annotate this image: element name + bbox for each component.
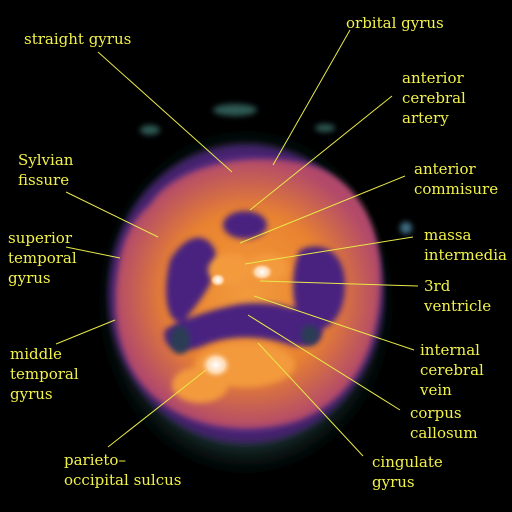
leader-lines (55, 29, 419, 457)
leader-anterior-cerebral-artery (249, 95, 393, 211)
label-internal-cerebral-vein: internal cerebral vein (420, 341, 484, 399)
label-sylvian-fissure: Sylvian fissure (18, 151, 74, 189)
label-third-ventricle: 3rd ventricle (424, 277, 492, 315)
hotspot-posterior (200, 351, 232, 379)
leader-internal-cerebral-vein (253, 295, 415, 351)
label-anterior-commisure: anterior commisure (414, 160, 499, 198)
leader-superior-temporal-gyrus (65, 246, 121, 259)
label-parieto-occipital-sulcus: parieto– occipital sulcus (64, 451, 182, 489)
scalp-specks (140, 104, 412, 234)
leader-parieto-occipital-sulcus (107, 369, 207, 448)
hotspot-left (210, 273, 226, 287)
leader-anterior-commisure (239, 175, 406, 244)
leader-orbital-gyrus (272, 29, 351, 166)
label-anterior-cerebral-artery: anterior cerebral artery (402, 69, 466, 127)
hotspot-thalamic (250, 263, 274, 281)
leader-third-ventricle (259, 280, 419, 287)
ventricle-dark (170, 325, 319, 354)
leader-cingulate-gyrus (257, 342, 364, 457)
label-straight-gyrus: straight gyrus (24, 30, 132, 48)
white-matter-regions (164, 211, 345, 350)
leader-corpus-callosum (247, 314, 401, 411)
label-cingulate-gyrus: cingulate gyrus (372, 453, 443, 491)
leader-sylvian-fissure (65, 191, 159, 238)
label-orbital-gyrus: orbital gyrus (346, 14, 444, 32)
label-corpus-callosum: corpus callosum (410, 404, 478, 442)
label-massa-intermedia: massa intermedia (424, 226, 507, 264)
label-superior-temporal-gyrus: superior temporal gyrus (8, 229, 77, 287)
leader-massa-intermedia (244, 236, 414, 265)
leader-middle-temporal-gyrus (55, 319, 116, 345)
leader-straight-gyrus (97, 51, 233, 173)
label-middle-temporal-gyrus: middle temporal gyrus (10, 345, 79, 403)
cortex-gray-matter (115, 159, 381, 429)
